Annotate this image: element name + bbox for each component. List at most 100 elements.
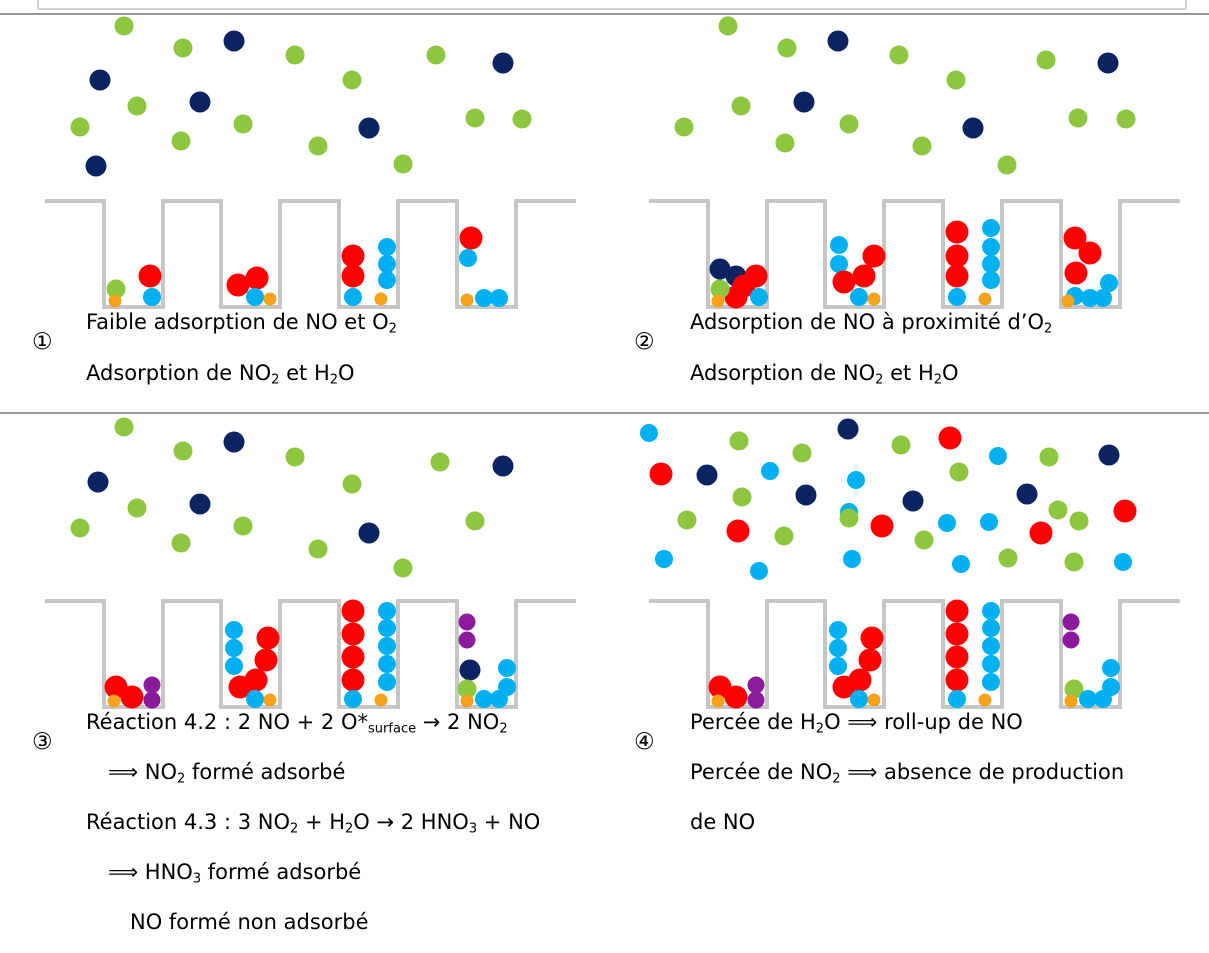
- no2-molecule: [870, 514, 894, 538]
- no2-molecule: [341, 264, 365, 288]
- hno3-molecule: [143, 691, 161, 709]
- no2-molecule: [832, 270, 856, 294]
- o2-molecule: [946, 70, 966, 90]
- h2o-molecule: [1081, 289, 1099, 307]
- o2-molecule: [839, 508, 859, 528]
- o2-molecule: [774, 526, 794, 546]
- hno3-molecule: [458, 631, 476, 649]
- panel-2-scene: [649, 16, 1180, 309]
- o2-molecule: [1064, 679, 1084, 699]
- no-molecule: [85, 155, 107, 177]
- o2-molecule: [426, 45, 446, 65]
- h2o-molecule: [1114, 553, 1132, 571]
- adsorption-site: [263, 693, 277, 707]
- h2o-molecule: [982, 219, 1000, 237]
- no-molecule: [793, 91, 815, 113]
- h2o-molecule: [980, 513, 998, 531]
- h2o-molecule: [378, 655, 396, 673]
- adsorption-site: [867, 292, 881, 306]
- no2-molecule: [254, 648, 278, 672]
- panel-1-scene: [45, 16, 576, 309]
- surface-wall: [45, 199, 576, 309]
- no-molecule: [492, 52, 514, 74]
- hno3-molecule: [143, 676, 161, 694]
- no-molecule: [189, 493, 211, 515]
- h2o-molecule: [143, 288, 161, 306]
- o2-molecule: [114, 417, 134, 437]
- adsorption-site: [374, 292, 388, 306]
- adsorption-site: [867, 693, 881, 707]
- h2o-molecule: [830, 236, 848, 254]
- no-molecule: [1097, 52, 1119, 74]
- caption-line: Adsorption de NO à proximité d’O2: [690, 310, 1053, 337]
- h2o-molecule: [982, 655, 1000, 673]
- panel-1-number: ①: [32, 329, 53, 355]
- hno3-molecule: [747, 691, 765, 709]
- h2o-molecule: [843, 550, 861, 568]
- adsorption-site: [978, 693, 992, 707]
- o2-molecule: [792, 443, 812, 463]
- o2-molecule: [171, 533, 191, 553]
- h2o-molecule: [829, 621, 847, 639]
- panel-3-number: ③: [32, 729, 53, 755]
- h2o-molecule: [952, 555, 970, 573]
- o2-molecule: [1068, 108, 1088, 128]
- adsorption-site: [711, 694, 725, 708]
- o2-molecule: [912, 136, 932, 156]
- no-molecule: [709, 258, 731, 280]
- subscript: 2: [832, 771, 841, 787]
- no2-molecule: [938, 426, 962, 450]
- subscript: 2: [1044, 321, 1053, 337]
- h2o-molecule: [982, 619, 1000, 637]
- caption-line: Réaction 4.3 : 3 NO2 + H2O → 2 HNO3 + NO: [86, 810, 541, 837]
- h2o-molecule: [655, 550, 673, 568]
- no-molecule: [1098, 444, 1120, 466]
- o2-molecule: [914, 530, 934, 550]
- h2o-molecule: [459, 249, 477, 267]
- o2-molecule: [1069, 511, 1089, 531]
- no2-molecule: [832, 675, 856, 699]
- no-molecule: [189, 91, 211, 113]
- h2o-molecule: [1102, 659, 1120, 677]
- no2-molecule: [945, 645, 969, 669]
- panel-4-number: ④: [634, 729, 655, 755]
- h2o-molecule: [378, 673, 396, 691]
- surface-wall: [649, 199, 1180, 309]
- h2o-molecule: [475, 289, 493, 307]
- o2-molecule: [70, 518, 90, 538]
- subscript: 2: [289, 821, 299, 837]
- h2o-molecule: [498, 659, 516, 677]
- no-molecule: [696, 464, 718, 486]
- hno3-molecule: [1062, 613, 1080, 631]
- subscript: surface: [368, 721, 417, 737]
- no-molecule: [89, 69, 111, 91]
- o2-molecule: [106, 279, 126, 299]
- o2-molecule: [729, 431, 749, 451]
- no-molecule: [902, 490, 924, 512]
- o2-molecule: [465, 108, 485, 128]
- h2o-molecule: [948, 690, 966, 708]
- no-molecule: [223, 431, 245, 453]
- no2-molecule: [945, 599, 969, 623]
- no2-molecule: [341, 668, 365, 692]
- no2-molecule: [341, 244, 365, 268]
- subscript: 2: [329, 372, 339, 388]
- no2-molecule: [945, 264, 969, 288]
- adsorption-site: [460, 293, 474, 307]
- o2-molecule: [891, 435, 911, 455]
- no2-molecule: [649, 462, 673, 486]
- o2-molecule: [171, 131, 191, 151]
- h2o-molecule: [750, 288, 768, 306]
- h2o-molecule: [225, 639, 243, 657]
- no-molecule: [795, 484, 817, 506]
- diagram-frame: [0, 0, 1209, 414]
- no2-molecule: [138, 264, 162, 288]
- no-molecule: [223, 30, 245, 52]
- caption-line: Adsorption de NO2 et H2O: [86, 361, 355, 388]
- h2o-molecule: [829, 639, 847, 657]
- h2o-molecule: [989, 447, 1007, 465]
- adsorption-site: [108, 294, 122, 308]
- h2o-molecule: [246, 690, 264, 708]
- subscript: 2: [177, 771, 186, 787]
